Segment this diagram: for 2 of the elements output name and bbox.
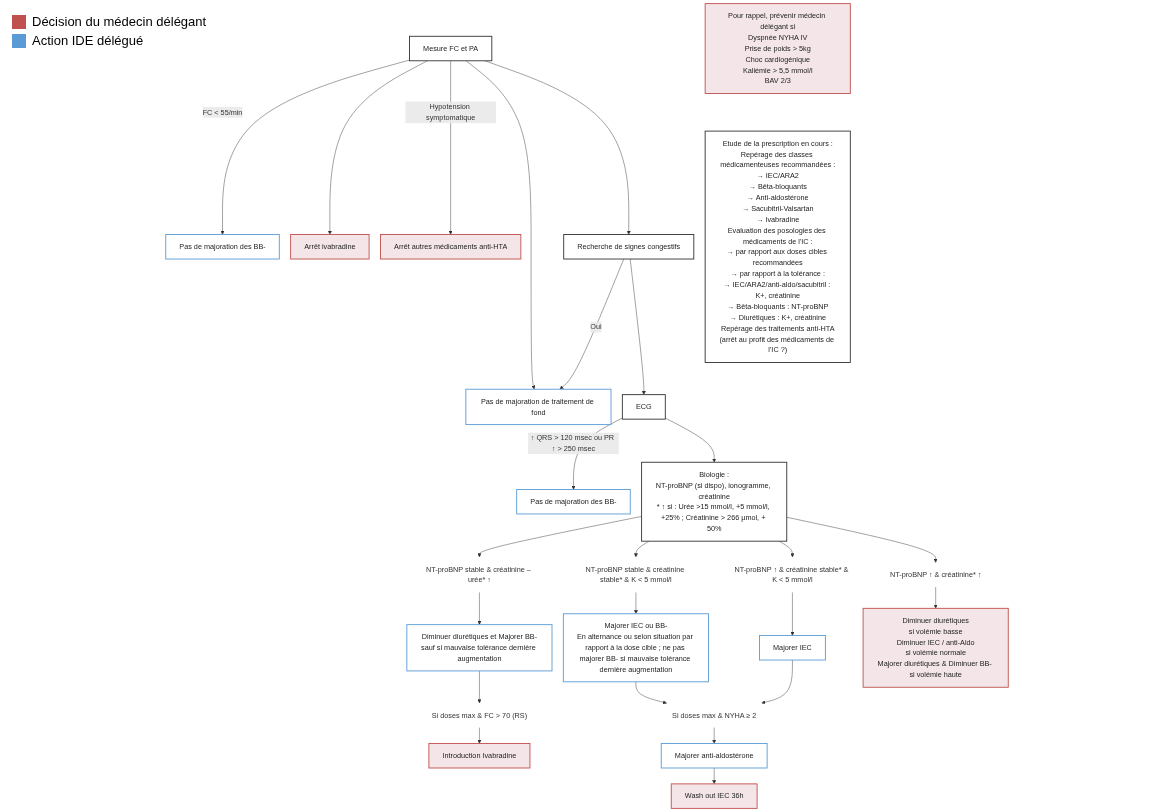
legend-text: Décision du médecin délégant bbox=[32, 14, 207, 29]
legend-text: Action IDE délégué bbox=[32, 33, 144, 48]
